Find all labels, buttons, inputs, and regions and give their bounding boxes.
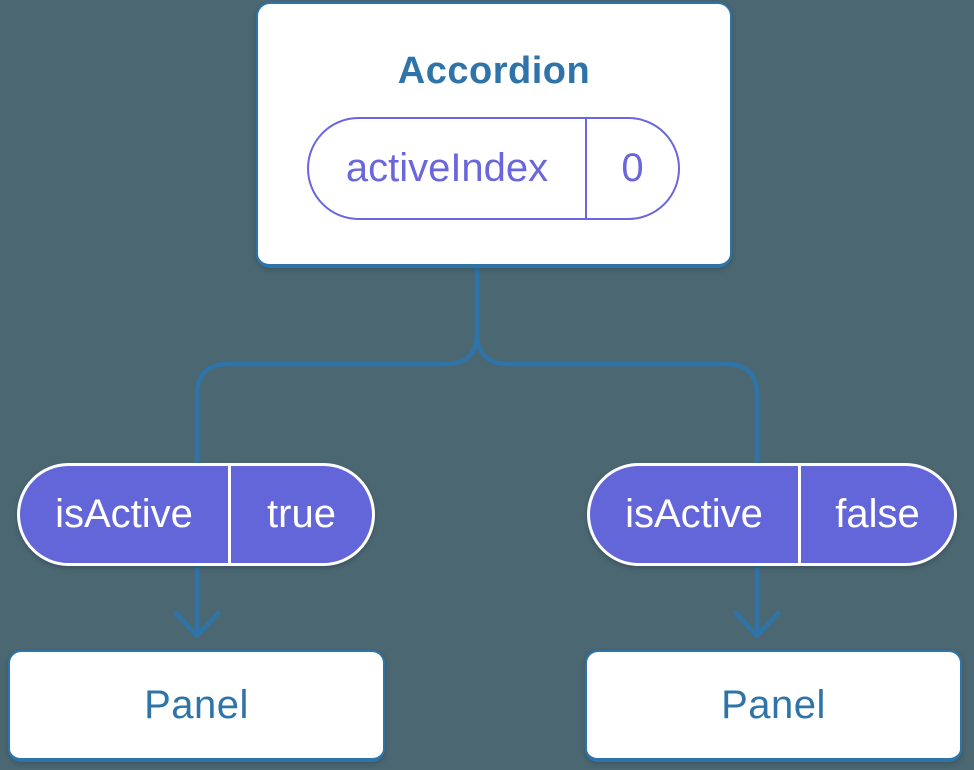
panel-node-label: Panel — [721, 682, 826, 727]
prop-value-label: true — [267, 492, 336, 536]
panel-node-right: Panel — [585, 650, 962, 762]
state-value-label: 0 — [621, 146, 644, 190]
connector-right-branch — [474, 263, 760, 634]
prop-pill-isactive-true: isActive true — [17, 463, 375, 566]
panel-node-label: Panel — [144, 682, 249, 727]
state-name-label: activeIndex — [309, 119, 587, 218]
panel-node-left: Panel — [8, 650, 385, 762]
prop-pill-isactive-false: isActive false — [587, 463, 957, 566]
accordion-node-title: Accordion — [397, 50, 591, 92]
state-pill-activeindex: activeIndex 0 — [307, 117, 680, 220]
arrowhead-left-icon — [173, 610, 221, 639]
prop-name-label: isActive — [20, 466, 231, 563]
accordion-node: Accordion activeIndex 0 — [256, 2, 732, 268]
prop-value-label: false — [835, 492, 920, 536]
prop-name-label: isActive — [590, 466, 801, 563]
connector-left-branch — [194, 263, 480, 634]
arrowhead-right-icon — [733, 610, 781, 639]
